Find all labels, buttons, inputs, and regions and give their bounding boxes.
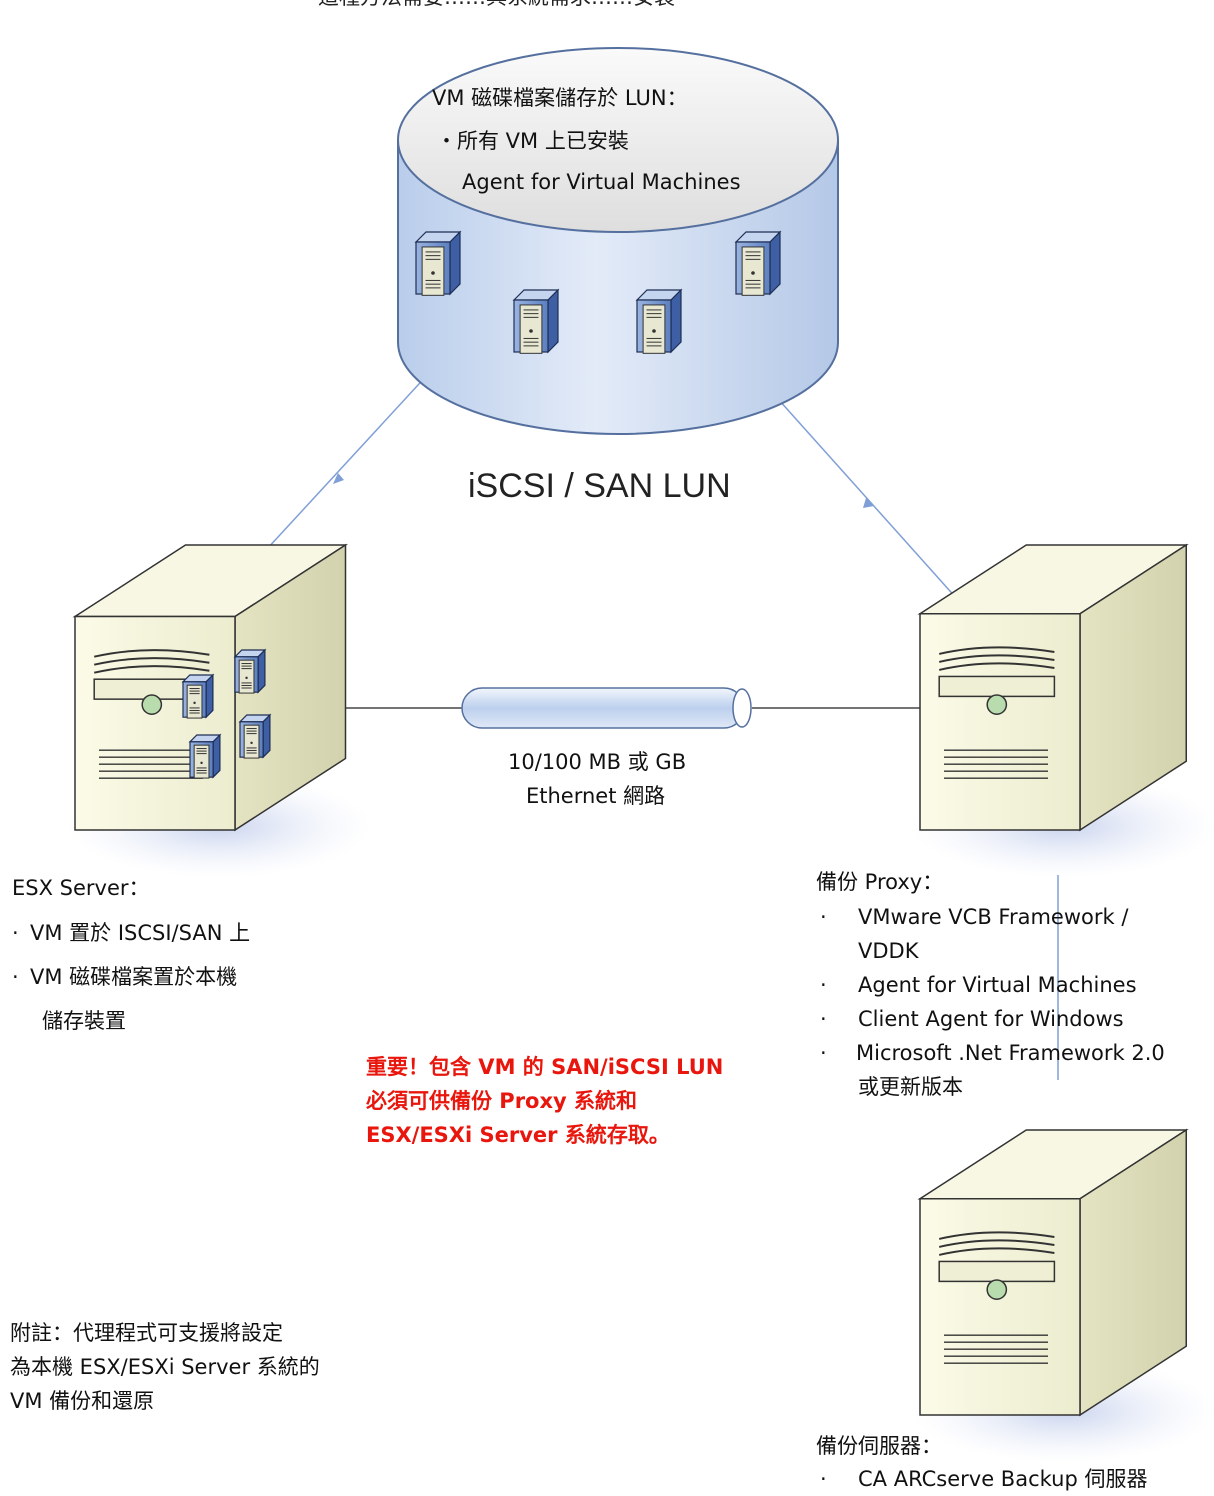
esx-to-lun-line xyxy=(254,371,431,563)
network-label-line1: 10/100 MB 或 GB xyxy=(508,750,687,774)
esx-arrowhead xyxy=(333,473,344,484)
proxy-item-text: Agent for Virtual Machines xyxy=(858,973,1137,997)
proxy-item-text: VMware VCB Framework / xyxy=(858,905,1129,929)
bullet-dot: ・ xyxy=(436,129,457,153)
proxy-item-1: · VMware VCB Framework / xyxy=(820,900,1128,934)
proxy-arrowhead xyxy=(863,498,874,508)
lun-bullet: ・所有 VM 上已安裝 xyxy=(436,125,629,158)
note-line2: 為本機 ESX/ESXi Server 系統的 xyxy=(10,1355,320,1379)
proxy-title: 備份 Proxy： xyxy=(816,870,944,894)
ethernet-tube-icon xyxy=(461,687,752,729)
proxy-item-text: Client Agent for Windows xyxy=(858,1007,1124,1031)
esx-item-2: · VM 磁碟檔案置於本機 xyxy=(12,960,237,994)
bullet-dot: · xyxy=(820,1041,827,1065)
backup-server-title: 備份伺服器： xyxy=(816,1434,942,1458)
note-line1: 附註：代理程式可支援將設定 xyxy=(10,1321,283,1345)
lun-bullet-line1: 所有 VM 上已安裝 xyxy=(457,129,629,153)
backup-server-icon xyxy=(912,1128,1214,1463)
proxy-item-4-cont: 或更新版本 xyxy=(858,1075,963,1099)
bullet-dot: · xyxy=(820,1007,827,1031)
connector-lines xyxy=(254,371,1059,1080)
proxy-item-1-cont: VDDK xyxy=(858,939,919,963)
bullet-dot: · xyxy=(820,1467,827,1491)
proxy-to-lun-line xyxy=(769,389,959,601)
esx-item-3: 儲存裝置 xyxy=(42,1009,126,1033)
esx-item-text: VM 置於 ISCSI/SAN 上 xyxy=(30,921,251,945)
proxy-item-text: Microsoft .Net Framework 2.0 xyxy=(856,1041,1165,1065)
proxy-server-icon xyxy=(912,543,1214,878)
important-line3: ESX/ESXi Server 系統存取。 xyxy=(366,1123,670,1147)
top-caption: 這種方法需要……與系統需求……安裝 xyxy=(318,0,675,11)
backup-server-item-1: · CA ARCserve Backup 伺服器 xyxy=(820,1462,1147,1496)
backup-server-item-text: CA ARCserve Backup 伺服器 xyxy=(858,1467,1148,1491)
san-lun-label: iSCSI / SAN LUN xyxy=(468,467,731,505)
esx-title: ESX Server： xyxy=(12,876,150,900)
bullet-dot: · xyxy=(12,921,19,945)
network-label-line2: Ethernet 網路 xyxy=(526,784,666,808)
proxy-item-4: · Microsoft .Net Framework 2.0 xyxy=(820,1036,1165,1070)
note-line3: VM 備份和還原 xyxy=(10,1389,155,1413)
bullet-dot: · xyxy=(12,965,19,989)
esx-item-1: · VM 置於 ISCSI/SAN 上 xyxy=(12,916,250,950)
bullet-dot: · xyxy=(820,973,827,997)
proxy-item-3: · Client Agent for Windows xyxy=(820,1002,1124,1036)
lun-database-icon xyxy=(397,47,839,435)
important-line1: 重要！包含 VM 的 SAN/iSCSI LUN xyxy=(366,1055,724,1079)
lun-title: VM 磁碟檔案儲存於 LUN： xyxy=(432,86,688,110)
esx-server-icon xyxy=(67,543,371,878)
important-line2: 必須可供備份 Proxy 系統和 xyxy=(366,1089,638,1113)
bullet-dot: · xyxy=(820,905,827,929)
proxy-item-2: · Agent for Virtual Machines xyxy=(820,968,1137,1002)
lun-bullet-line2: Agent for Virtual Machines xyxy=(462,170,741,194)
esx-item-text: VM 磁碟檔案置於本機 xyxy=(30,965,238,989)
vm-icons-in-lun xyxy=(414,230,782,354)
